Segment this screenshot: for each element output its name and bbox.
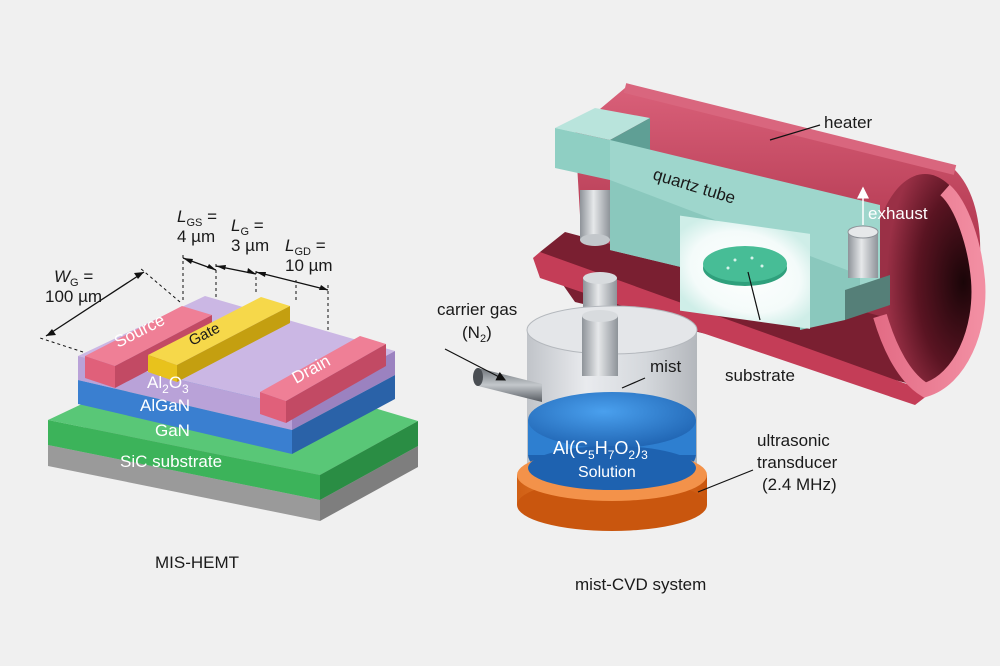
leader-lines bbox=[444, 124, 821, 493]
lg-value: 3 µm bbox=[231, 236, 269, 255]
substrate-label: substrate bbox=[725, 366, 795, 385]
gan-label: GaN bbox=[155, 421, 190, 440]
mist-label: mist bbox=[650, 357, 681, 376]
algan-label: AlGaN bbox=[140, 396, 190, 415]
wg-value: 100 µm bbox=[45, 287, 102, 306]
carrier-gas-pipe bbox=[473, 368, 542, 402]
al2o3-label: Al2O3 bbox=[147, 373, 189, 396]
heater-label: heater bbox=[824, 113, 873, 132]
gate-electrode bbox=[148, 297, 290, 382]
substrate-disk bbox=[703, 246, 787, 286]
ultrasonic-label-3: (2.4 MHz) bbox=[762, 475, 837, 494]
solution-name: Solution bbox=[578, 464, 636, 481]
lg-label: LG = bbox=[231, 216, 264, 238]
mis-hemt-diagram: SiC substrate GaN AlGaN Al2O3 Source Gat… bbox=[39, 207, 418, 572]
lgd-label: LGD = bbox=[285, 236, 326, 258]
carrier-gas-formula: (N2) bbox=[462, 323, 492, 345]
quartz-tube bbox=[555, 108, 890, 330]
carrier-gas-label: carrier gas bbox=[437, 300, 517, 319]
lgs-value: 4 µm bbox=[177, 227, 215, 246]
ultrasonic-label-2: transducer bbox=[757, 453, 838, 472]
exhaust-pipe bbox=[847, 225, 879, 278]
lgd-value: 10 µm bbox=[285, 256, 333, 275]
mist-cvd-diagram: heater quartz tube exhaust substrate car… bbox=[437, 83, 986, 594]
sic-label: SiC substrate bbox=[120, 452, 222, 471]
lgs-label: LGS = bbox=[177, 207, 217, 229]
dimension-arrowheads bbox=[46, 258, 328, 336]
wg-label: WG = bbox=[54, 267, 93, 289]
solution-formula: Al(C5H7O2)3 bbox=[553, 438, 648, 462]
ultrasonic-transducer bbox=[517, 446, 707, 531]
exhaust-label: exhaust bbox=[868, 204, 928, 223]
mist-cvd-caption: mist-CVD system bbox=[575, 575, 706, 594]
ultrasonic-label-1: ultrasonic bbox=[757, 431, 830, 450]
drain-electrode bbox=[260, 336, 386, 423]
mis-hemt-caption: MIS-HEMT bbox=[155, 553, 239, 572]
